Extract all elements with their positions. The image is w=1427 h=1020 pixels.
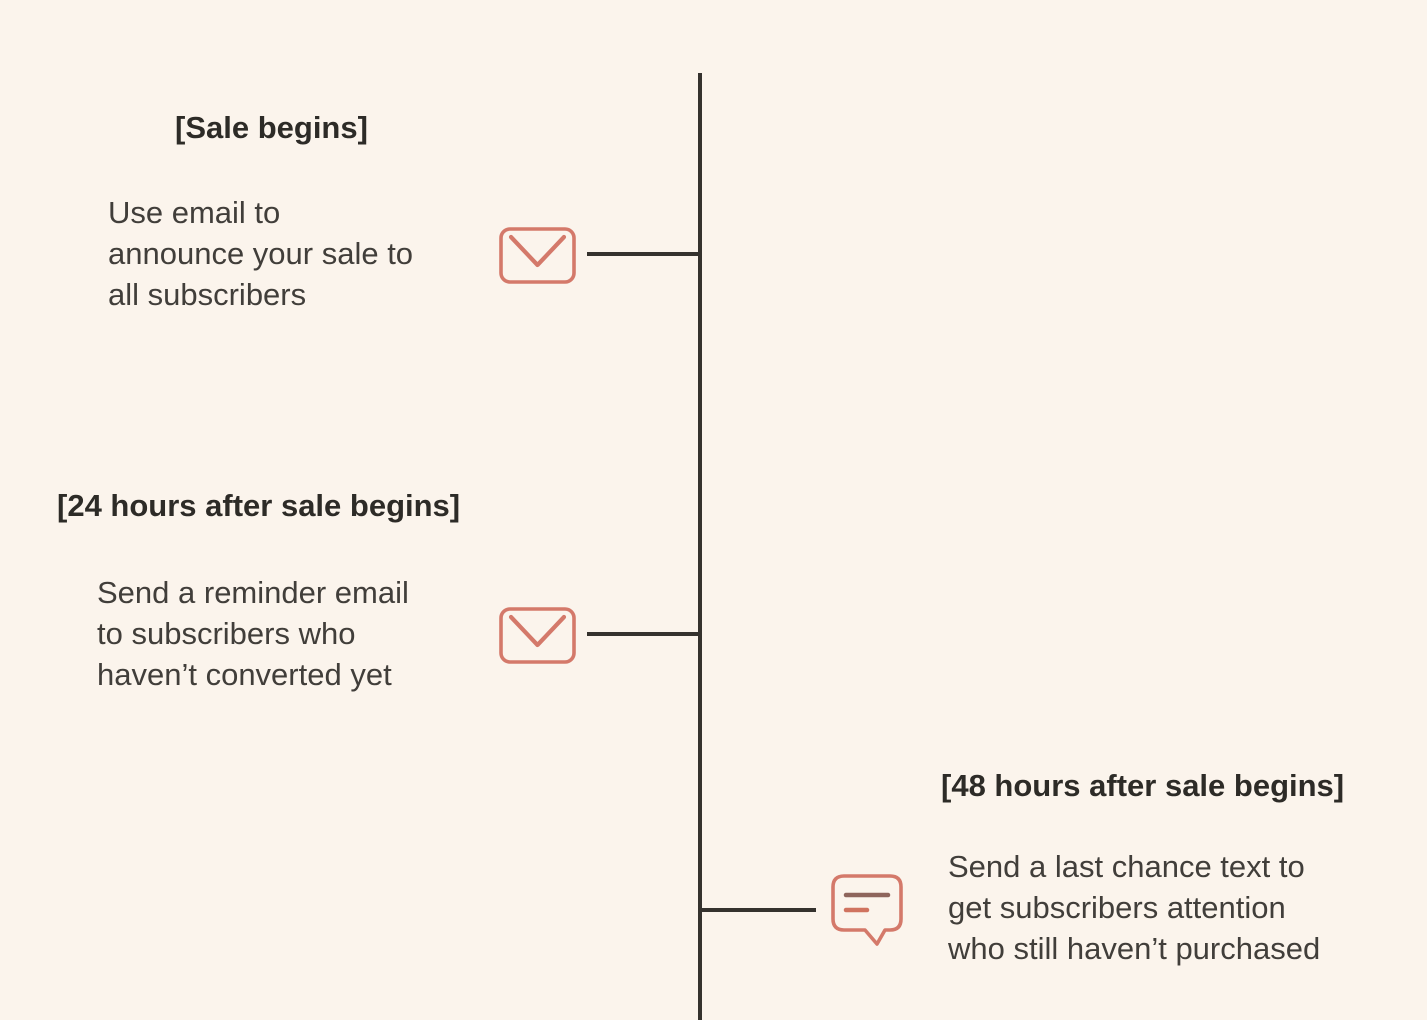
email-envelope-icon (499, 607, 576, 664)
event-1-heading: [Sale begins] (175, 110, 368, 145)
event-2-heading: [24 hours after sale begins] (57, 488, 461, 523)
sms-chat-bubble-icon (831, 874, 905, 952)
timeline-axis (698, 73, 702, 1020)
connector-line-event-1 (587, 252, 700, 256)
event-2-description: Send a reminder email to subscribers who… (97, 575, 409, 692)
connector-line-event-3 (700, 908, 816, 912)
connector-line-event-2 (587, 632, 700, 636)
event-3-description: Send a last chance text to get subscribe… (948, 849, 1321, 966)
email-envelope-icon (499, 227, 576, 284)
event-3-heading: [48 hours after sale begins] (941, 768, 1345, 803)
event-1-description: Use email to announce your sale to all s… (108, 195, 414, 312)
